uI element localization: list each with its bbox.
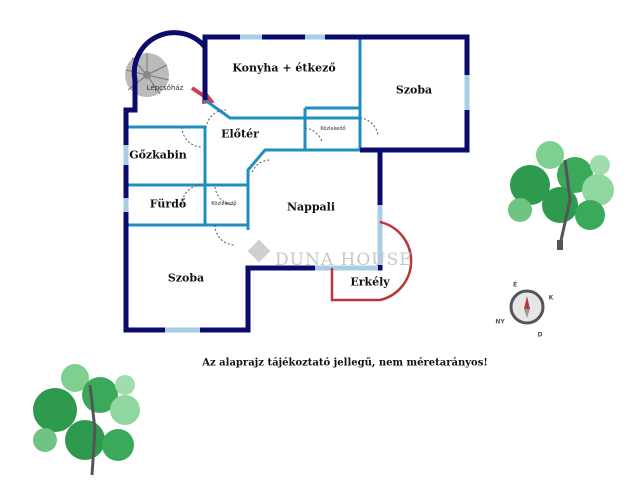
inner-walls bbox=[126, 37, 362, 230]
compass-icon bbox=[509, 289, 545, 325]
compass-s: D bbox=[537, 331, 543, 339]
disclaimer-note: Az alaprajz tájékoztató jellegű, nem mér… bbox=[202, 357, 488, 369]
room-label-erkely: Erkély bbox=[350, 275, 390, 289]
windows bbox=[123, 34, 470, 333]
room-label-nappali: Nappali bbox=[286, 200, 336, 214]
duna-house-logo-icon bbox=[247, 239, 271, 263]
outer-walls bbox=[123, 30, 470, 333]
logo-text: DUNA HOUSE bbox=[275, 250, 413, 270]
tree-left bbox=[33, 364, 140, 476]
compass-n: É bbox=[512, 281, 518, 289]
room-label-gozkabin: Gőzkabin bbox=[129, 148, 187, 162]
room-label-lepcsohaz: Lépcsőház bbox=[146, 84, 184, 92]
compass-e: K bbox=[548, 294, 554, 302]
tree-right bbox=[508, 141, 614, 250]
room-label-szoba-top: Szoba bbox=[395, 83, 433, 97]
room-label-eloter: Előtér bbox=[221, 127, 259, 141]
room-label-furdo: Fürdő bbox=[149, 197, 187, 211]
room-label-konyha: Konyha + étkező bbox=[232, 61, 336, 75]
entrance-arrow-icon bbox=[190, 86, 215, 104]
room-label-kozlekedo-top: Közlekedő bbox=[320, 126, 346, 132]
door-swings bbox=[181, 109, 379, 246]
balcony-outline bbox=[330, 220, 413, 302]
compass-w: NY bbox=[495, 318, 505, 326]
room-label-kozlekedo-small: Közlekedő bbox=[211, 201, 237, 207]
room-label-szoba-bottom: Szoba bbox=[167, 271, 205, 285]
